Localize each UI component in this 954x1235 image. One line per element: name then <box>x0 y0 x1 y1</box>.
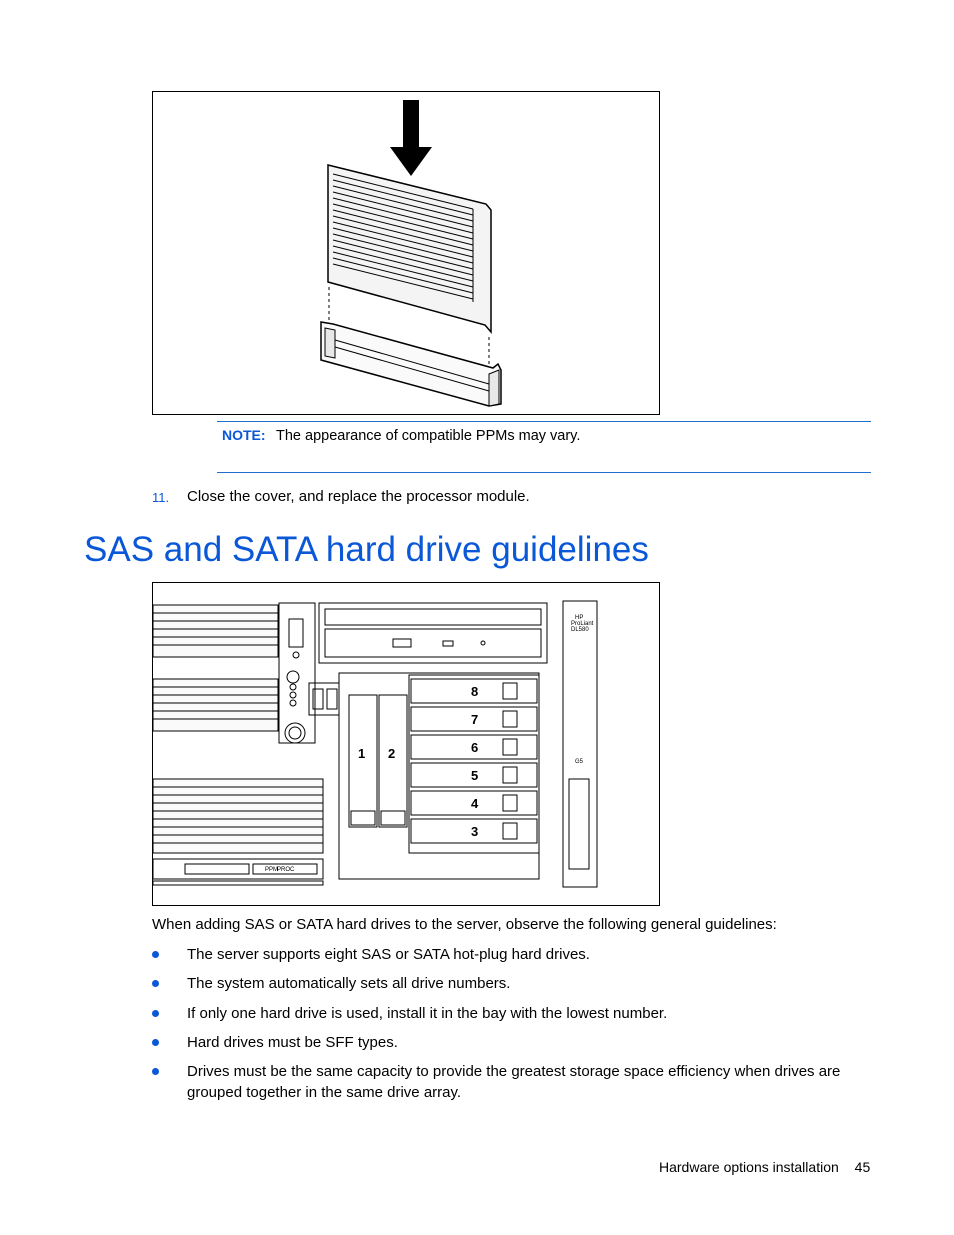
footer-section: Hardware options installation <box>659 1159 839 1175</box>
list-item-text: The system automatically sets all drive … <box>187 975 511 992</box>
bay-label: 8 <box>471 684 478 699</box>
ppm-install-figure <box>152 91 660 415</box>
footer: Hardware options installation 45 <box>659 1159 870 1175</box>
bay-label: 3 <box>471 824 478 839</box>
page-number: 45 <box>854 1159 871 1175</box>
list-item-text: Drives must be the same capacity to prov… <box>187 1063 841 1101</box>
server-illustration: 1 2 8 7 6 5 4 3 HP ProLiant DL580 G5 PPM… <box>153 600 598 888</box>
ppm-board <box>327 164 492 335</box>
note-rule-top <box>217 421 871 422</box>
bullet-icon <box>152 951 159 958</box>
list-item-text: If only one hard drive is used, install … <box>187 1005 668 1022</box>
bezel-text: HP <box>575 615 583 621</box>
bullet-icon <box>152 1010 159 1017</box>
note-text: The appearance of compatible PPMs may va… <box>276 428 581 444</box>
bezel-labels: HP ProLiant DL580 G5 PPM PROC <box>265 615 594 873</box>
ppm-slot <box>320 321 502 407</box>
bezel-text: G5 <box>575 759 584 765</box>
bay-label: 2 <box>388 746 395 761</box>
bullet-icon <box>152 1039 159 1046</box>
bay-label: 5 <box>471 768 478 783</box>
bezel-text: ProLiant <box>571 621 594 627</box>
bay-labels: 1 2 8 7 6 5 4 3 <box>358 684 479 839</box>
note: NOTE: The appearance of compatible PPMs … <box>222 427 580 445</box>
bullet-icon <box>152 1068 159 1075</box>
bay-label: 6 <box>471 740 478 755</box>
note-rule-bottom <box>217 472 871 473</box>
side-label: PROC <box>277 867 295 873</box>
bezel-text: DL580 <box>571 627 589 633</box>
bullet-icon <box>152 980 159 987</box>
list-item-text: The server supports eight SAS or SATA ho… <box>187 946 590 963</box>
section-heading: SAS and SATA hard drive guidelines <box>84 530 649 569</box>
server-front-figure: 1 2 8 7 6 5 4 3 HP ProLiant DL580 G5 PPM… <box>152 582 660 906</box>
step-number: 11. <box>152 490 170 505</box>
note-label: NOTE: <box>222 427 266 443</box>
step-text: Close the cover, and replace the process… <box>187 488 530 505</box>
bay-label: 7 <box>471 712 478 727</box>
bay-label: 4 <box>471 796 479 811</box>
ppm-illustration <box>320 100 502 407</box>
side-label: PPM <box>265 867 278 873</box>
list-item-text: Hard drives must be SFF types. <box>187 1034 398 1051</box>
insert-arrow-icon <box>390 100 432 176</box>
intro-text: When adding SAS or SATA hard drives to t… <box>152 916 777 933</box>
bay-label: 1 <box>358 746 365 761</box>
